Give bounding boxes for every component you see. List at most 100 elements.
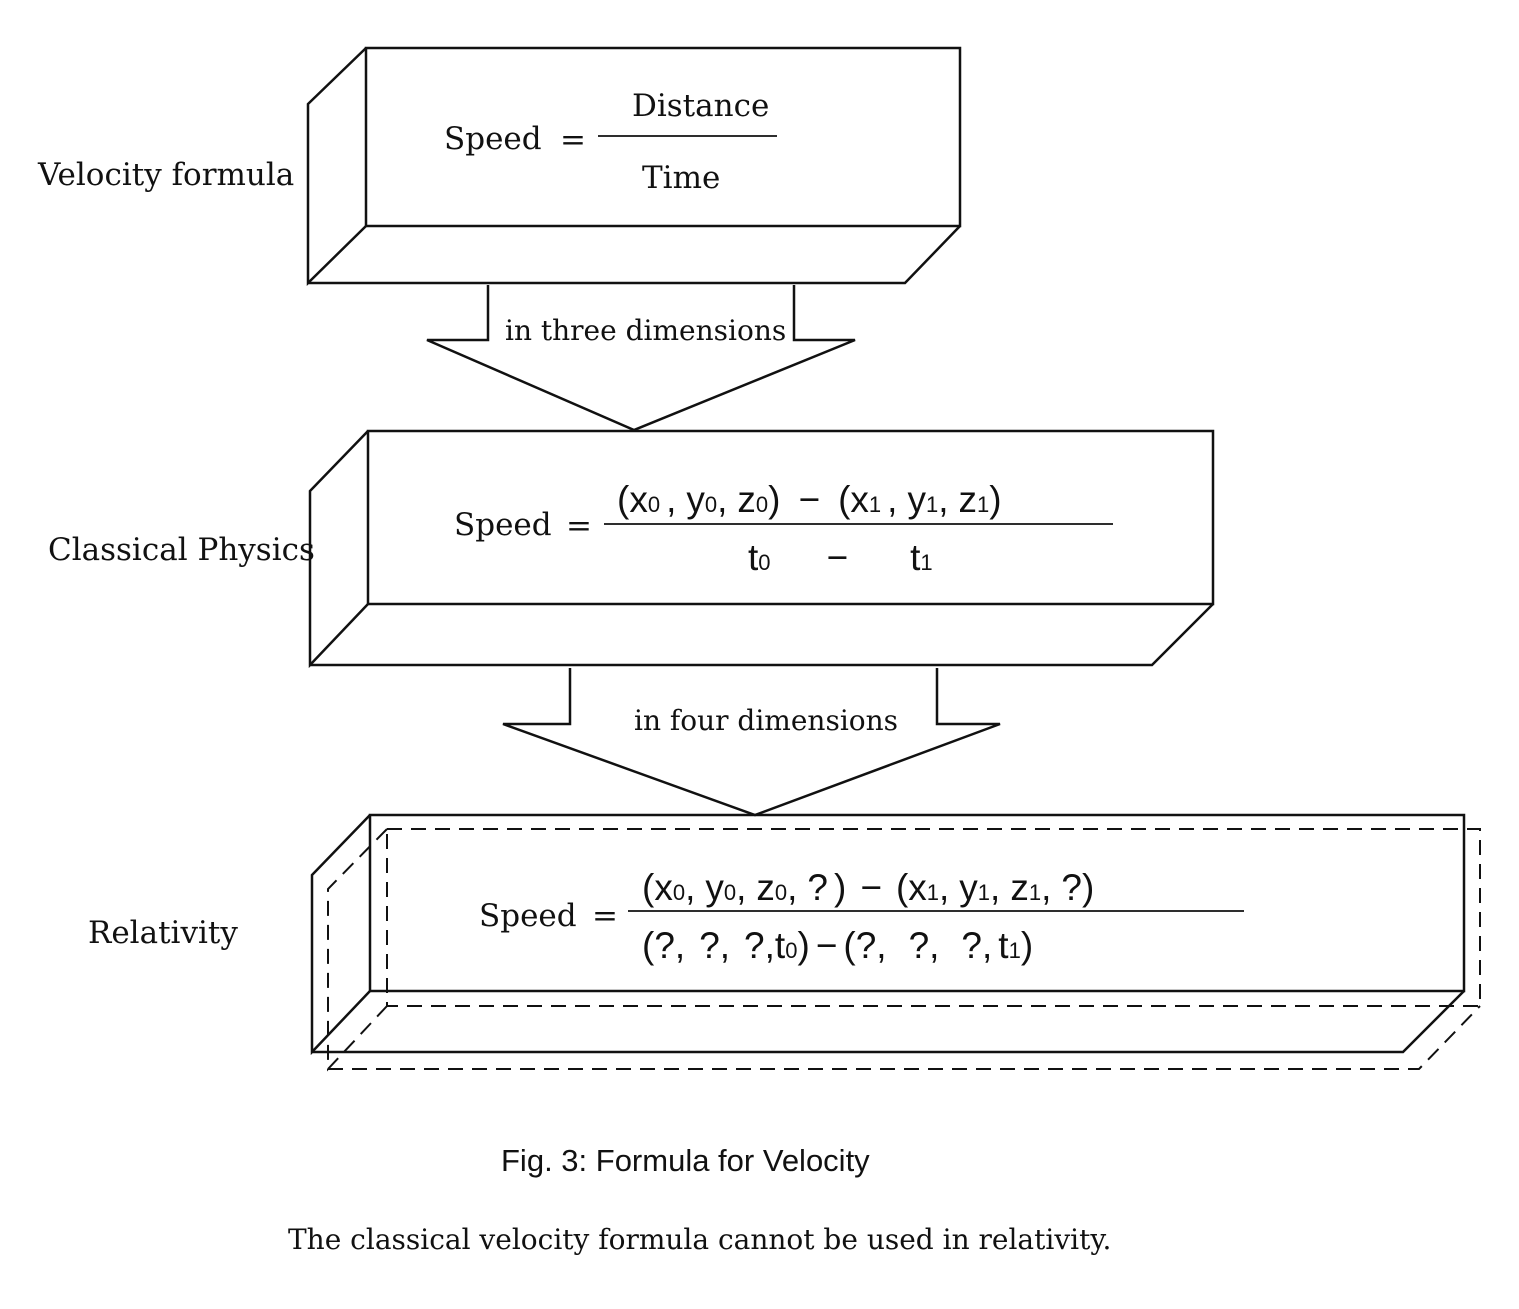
arrow-label-three-dimensions: in three dimensions xyxy=(505,314,786,347)
denominator-classical: t0−t1 xyxy=(748,537,933,578)
glyph: ) xyxy=(768,479,780,520)
glyph: , xyxy=(929,925,939,966)
glyph: , xyxy=(938,479,948,520)
glyph: ( xyxy=(896,867,909,908)
glyph: z xyxy=(737,479,756,520)
glyph: y xyxy=(686,479,705,520)
glyph: , xyxy=(939,867,949,908)
glyph-subscript: 0 xyxy=(673,880,685,905)
glyph: ( xyxy=(843,925,856,966)
glyph: ) xyxy=(834,867,846,908)
numerator-distance: Distance xyxy=(632,88,769,124)
figure-caption: Fig. 3: Formula for Velocity xyxy=(501,1143,870,1178)
glyph: , xyxy=(717,479,727,520)
label-velocity-formula: Velocity formula xyxy=(37,157,294,193)
glyph: y xyxy=(959,867,978,908)
box-velocity-formula xyxy=(306,46,962,286)
numerator-classical: (x0,y0,z0)−(x1,y1,z1) xyxy=(617,479,1002,520)
glyph: ? xyxy=(654,925,675,966)
glyph: , xyxy=(720,925,730,966)
glyph: , xyxy=(675,925,685,966)
glyph: ( xyxy=(838,479,851,520)
glyph: , xyxy=(990,867,1000,908)
equals-1: = xyxy=(560,122,586,158)
speed-label-2: Speed xyxy=(454,507,552,543)
box-relativity-dashed xyxy=(327,828,1481,1072)
label-classical-physics: Classical Physics xyxy=(48,532,315,568)
glyph: ) xyxy=(989,479,1001,520)
glyph: ) xyxy=(797,925,809,966)
glyph: , xyxy=(876,925,886,966)
glyph: t xyxy=(910,537,921,578)
glyph: ? xyxy=(856,925,877,966)
glyph: , xyxy=(1041,867,1051,908)
glyph-subscript: 1 xyxy=(1029,880,1041,905)
glyph: , xyxy=(787,867,797,908)
arrow-label-four-dimensions: in four dimensions xyxy=(634,704,898,737)
glyph: , xyxy=(666,479,676,520)
box-relativity xyxy=(310,813,1466,1056)
glyph: ( xyxy=(642,925,655,966)
label-relativity: Relativity xyxy=(88,915,238,951)
glyph: ? xyxy=(744,925,765,966)
glyph-subscript: 0 xyxy=(775,880,787,905)
glyph: y xyxy=(705,867,724,908)
glyph-subscript: 1 xyxy=(927,880,939,905)
glyph: ) xyxy=(1021,925,1033,966)
glyph: x xyxy=(629,479,648,520)
speed-label-3: Speed xyxy=(479,898,577,934)
denominator-relativity: (?,?,?,t0)−(?,?,?,t1) xyxy=(642,925,1033,966)
glyph: − xyxy=(798,479,820,520)
glyph-subscript: 0 xyxy=(756,492,768,517)
box-classical-physics xyxy=(308,429,1215,669)
glyph: t xyxy=(998,925,1009,966)
glyph: ? xyxy=(909,925,930,966)
glyph-subscript: 0 xyxy=(648,492,660,517)
glyph: ? xyxy=(1061,867,1082,908)
glyph-subscript: 1 xyxy=(1009,938,1021,963)
arrow-three-dimensions xyxy=(426,285,856,432)
glyph: z xyxy=(958,479,977,520)
glyph-subscript: 1 xyxy=(920,550,932,575)
glyph: , xyxy=(765,925,775,966)
equals-3: = xyxy=(592,898,618,934)
glyph: t xyxy=(748,537,759,578)
glyph-subscript: 1 xyxy=(869,492,881,517)
equals-2: = xyxy=(566,508,592,544)
formula-classical: (x0,y0,z0)−(x1,y1,z1) t0−t1 xyxy=(617,479,1002,578)
glyph: − xyxy=(827,537,849,578)
figure-note: The classical velocity formula cannot be… xyxy=(288,1223,1111,1256)
arrow-four-dimensions xyxy=(502,668,1001,817)
denominator-time: Time xyxy=(642,160,720,196)
glyph: t xyxy=(775,925,786,966)
glyph: z xyxy=(756,867,775,908)
glyph: , xyxy=(685,867,695,908)
glyph-subscript: 1 xyxy=(977,492,989,517)
glyph-subscript: 0 xyxy=(724,880,736,905)
glyph: ? xyxy=(699,925,720,966)
glyph: ( xyxy=(642,867,655,908)
glyph: , xyxy=(736,867,746,908)
glyph: y xyxy=(907,479,926,520)
formula-relativity: (x0,y0,z0,?)−(x1,y1,z1,?) (?,?,?,t0)−(?,… xyxy=(642,867,1094,966)
speed-label-1: Speed xyxy=(444,121,542,157)
glyph-subscript: 0 xyxy=(758,550,770,575)
glyph-subscript: 1 xyxy=(926,492,938,517)
glyph: − xyxy=(816,925,838,966)
glyph-subscript: 0 xyxy=(785,938,797,963)
glyph: z xyxy=(1010,867,1029,908)
glyph: ) xyxy=(1082,867,1094,908)
glyph: x xyxy=(654,867,673,908)
numerator-relativity: (x0,y0,z0,?)−(x1,y1,z1,?) xyxy=(642,867,1094,908)
glyph: ? xyxy=(807,867,828,908)
glyph: x xyxy=(908,867,927,908)
glyph: x xyxy=(850,479,869,520)
glyph: ? xyxy=(961,925,982,966)
glyph-subscript: 0 xyxy=(705,492,717,517)
glyph: ( xyxy=(617,479,630,520)
glyph: − xyxy=(860,867,882,908)
glyph: , xyxy=(887,479,897,520)
glyph: , xyxy=(982,925,992,966)
glyph-subscript: 1 xyxy=(978,880,990,905)
